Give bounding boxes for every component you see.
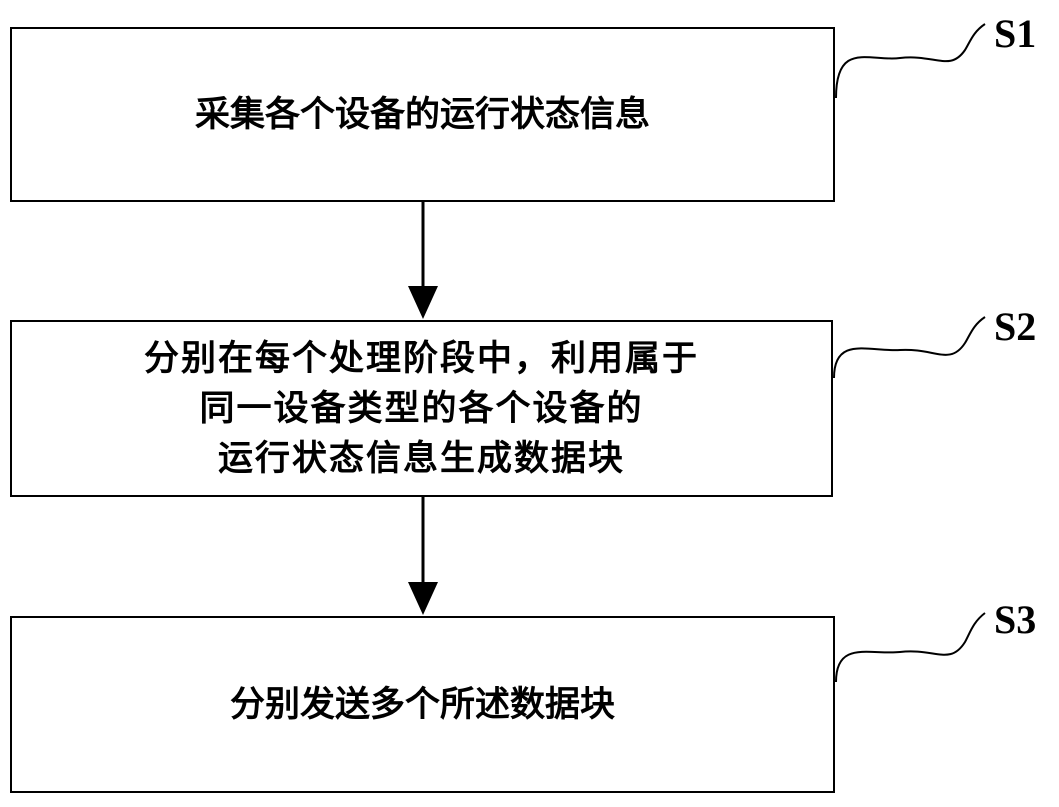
arrow-s2-to-s3 <box>408 497 438 615</box>
step-s2-text-line-3: 运行状态信息生成数据块 <box>217 437 625 479</box>
step-box-s1: 采集各个设备的运行状态信息 <box>10 27 835 202</box>
step-s1-text: 采集各个设备的运行状态信息 <box>194 93 650 135</box>
leader-line-s3 <box>835 612 986 683</box>
step-s2-text-line-2: 同一设备类型的各个设备的 <box>199 387 644 429</box>
step-label-s2: S2 <box>994 304 1037 349</box>
step-s2-text-line-1: 分别在每个处理阶段中，利用属于 <box>143 337 699 379</box>
step-box-s3: 分别发送多个所述数据块 <box>10 616 835 793</box>
step-label-s1: S1 <box>994 11 1037 56</box>
step-s3-text: 分别发送多个所述数据块 <box>229 683 615 725</box>
step-label-s3: S3 <box>994 597 1037 642</box>
leader-line-s1 <box>835 23 986 99</box>
leader-line-s2 <box>833 316 986 379</box>
step-box-s2: 分别在每个处理阶段中，利用属于 同一设备类型的各个设备的 运行状态信息生成数据块 <box>10 320 833 497</box>
arrow-s1-to-s2 <box>408 202 438 319</box>
